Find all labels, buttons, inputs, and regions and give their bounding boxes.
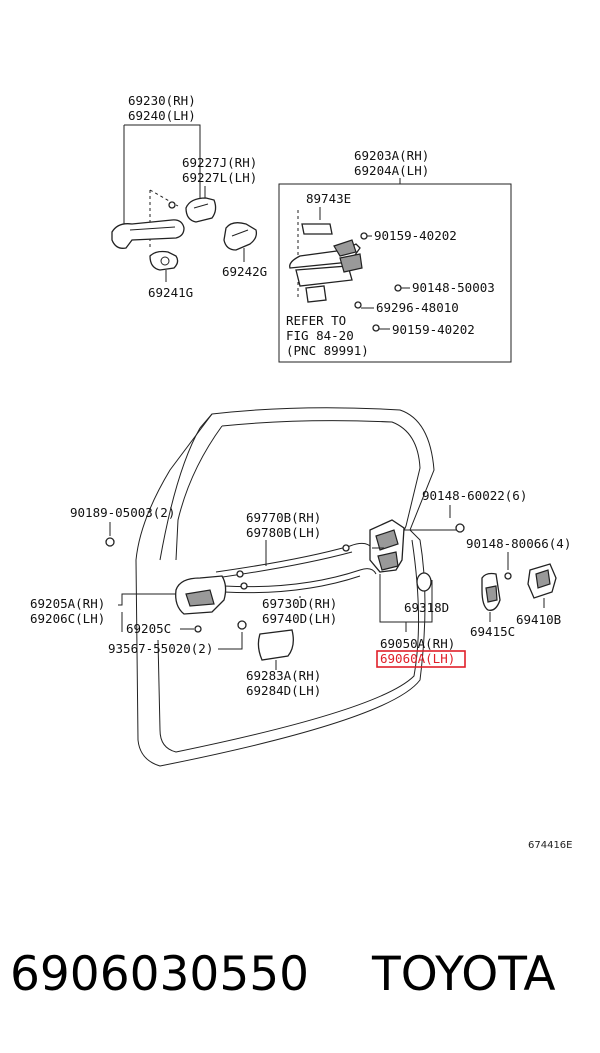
label-69410b: 69410B [516,612,561,627]
label-69060a: 69060A(LH) [380,651,455,666]
label-69050a: 69050A(RH) [380,636,455,651]
label-69780b: 69780B(LH) [246,525,321,540]
inside-handle-group: 90189-05003(2) 69770B(RH) 69780B(LH) 692… [30,505,377,698]
reference-box [278,183,512,363]
handle-frame-icon [185,197,217,223]
figure-id: 674416E [528,840,573,851]
outside-handle-icon [111,219,185,249]
screw-icon [237,620,247,630]
label-69206c: 69206C(LH) [30,611,105,626]
part-number: 6906030550 [10,947,309,1002]
label-90159-a: 90159-40202 [374,228,457,243]
label-69283a: 69283A(RH) [246,668,321,683]
label-90148-b: 90148-60022(6) [422,488,527,503]
label-69227j: 69227J(RH) [182,155,257,170]
label-69204a: 69204A(LH) [354,163,429,178]
refer-line-1: REFER TO [286,313,346,328]
label-90148-a: 90148-50003 [412,280,495,295]
label-69205c: 69205C [126,621,171,636]
refer-line-3: (PNC 89991) [286,343,369,358]
refer-line-2: FIG 84-20 [286,328,354,343]
label-69242g: 69242G [222,264,267,279]
label-69740d: 69740D(LH) [262,611,337,626]
handle-frame-box: 69203A(RH) 69204A(LH) 89743E 90159-40202… [278,148,512,363]
label-69318d: 69318D [404,600,449,615]
cylinder-icon [305,285,327,303]
label-69205a: 69205A(RH) [30,596,105,611]
label-69730d: 69730D(RH) [262,596,337,611]
label-69296: 69296-48010 [376,300,459,315]
screw-icon [168,201,176,209]
brand-name: TOYOTA [371,947,555,1002]
label-90189: 90189-05003(2) [70,505,175,520]
label-69770b: 69770B(RH) [246,510,321,525]
label-69227l: 69227L(LH) [182,170,257,185]
label-69241g: 69241G [148,285,193,300]
lock-assembly-group: 69318D 90148-60022(6) 90148-80066(4) 694… [369,488,571,668]
cap-icon [416,572,432,592]
highlight-box [376,650,466,668]
cable-lower [223,568,377,588]
seal-icon [223,222,258,251]
label-69240: 69240(LH) [128,108,196,123]
bracket-icon [301,223,333,235]
label-93567: 93567-55020(2) [108,641,213,656]
handle-cover-icon [257,629,294,661]
door-panel-outline [135,407,435,767]
clip-icon [105,537,115,547]
label-69203a: 69203A(RH) [354,148,429,163]
cable-upper [215,542,373,573]
label-69284d: 69284D(LH) [246,683,321,698]
label-90159-b: 90159-40202 [392,322,475,337]
outside-handle-group: 69230(RH) 69240(LH) 69241G 69227J(RH) 69… [111,93,267,300]
label-69415c: 69415C [470,624,515,639]
label-89743e: 89743E [306,191,351,206]
cover-clip-icon [194,625,202,633]
label-69230: 69230(RH) [128,93,196,108]
rear-door-outline [135,407,435,767]
label-90148-c: 90148-80066(4) [466,536,571,551]
handle-pad-icon [149,250,179,271]
